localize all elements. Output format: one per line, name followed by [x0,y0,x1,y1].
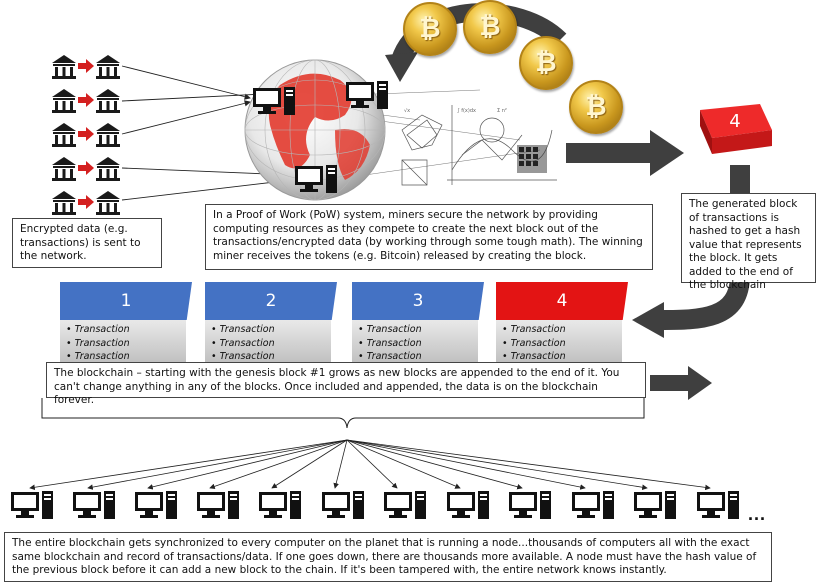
bank-icon [52,191,120,215]
computer-icon [322,491,364,519]
computer-icon [572,491,614,519]
chain-block-4: 4 • Transaction • Transaction • Transact… [496,282,628,366]
transaction-item: • Transaction [211,324,275,335]
hash-note: The generated block of transactions is h… [681,193,816,291]
computer-icon [197,491,239,519]
computer-icon [384,491,426,519]
encrypted-data-note: Encrypted data (e.g. transactions) is se… [12,218,162,268]
blockchain-note: The blockchain – starting with the genes… [46,362,646,406]
transaction-item: • Transaction [502,324,566,335]
transaction-item: • Transaction [502,351,566,362]
computer-icon [295,165,337,193]
block-number: 1 [60,282,192,320]
bank-icon [52,157,120,181]
block-number: 2 [205,282,337,320]
transaction-item: • Transaction [66,337,130,349]
computer-icon [697,491,739,519]
chain-block-1: 1 • Transaction • Transaction • Transact… [60,282,192,366]
computer-icon [73,491,115,519]
svg-text:√x: √x [404,108,410,114]
transaction-item: • Transaction [358,351,422,362]
computer-icon [447,491,489,519]
computer-icon [135,491,177,519]
bitcoin-coin-icon: ₿ [463,0,517,54]
block-number: 3 [352,282,484,320]
block-number: 4 [496,282,628,320]
computer-icon [346,81,388,109]
bitcoin-coin-icon: ₿ [403,2,457,56]
svg-text:∫ f(x)dx: ∫ f(x)dx [457,108,476,114]
computer-icon [634,491,676,519]
bank-icon [52,89,120,113]
bank-icon [52,123,120,147]
transaction-item: • Transaction [211,351,275,362]
bitcoin-coin-icon: ₿ [519,36,573,90]
network-sync-note: The entire blockchain gets synchronized … [4,532,772,582]
node-computer-row [11,491,739,519]
mining-math-illustration: ∫ f(x)dx Σ n² √x [401,105,557,186]
proof-of-work-note: In a Proof of Work (PoW) system, miners … [205,204,653,270]
computer-icon [259,491,301,519]
more-nodes-ellipsis: ... [748,504,767,524]
computer-icon [11,491,53,519]
chain-block-2: 2 • Transaction • Transaction • Transact… [205,282,337,366]
new-block-number: 4 [729,111,741,132]
bitcoin-coin-icon: ₿ [569,80,623,134]
transaction-item: • Transaction [66,351,130,362]
new-block-icon [700,104,772,154]
computer-icon [509,491,551,519]
computer-icon [253,87,295,115]
transaction-item: • Transaction [66,324,130,335]
svg-text:Σ n²: Σ n² [497,108,507,114]
transaction-item: • Transaction [358,337,422,349]
transaction-item: • Transaction [358,324,422,335]
transaction-item: • Transaction [502,337,566,349]
chain-block-3: 3 • Transaction • Transaction • Transact… [352,282,484,366]
transaction-item: • Transaction [211,337,275,349]
bank-icon [52,55,120,79]
